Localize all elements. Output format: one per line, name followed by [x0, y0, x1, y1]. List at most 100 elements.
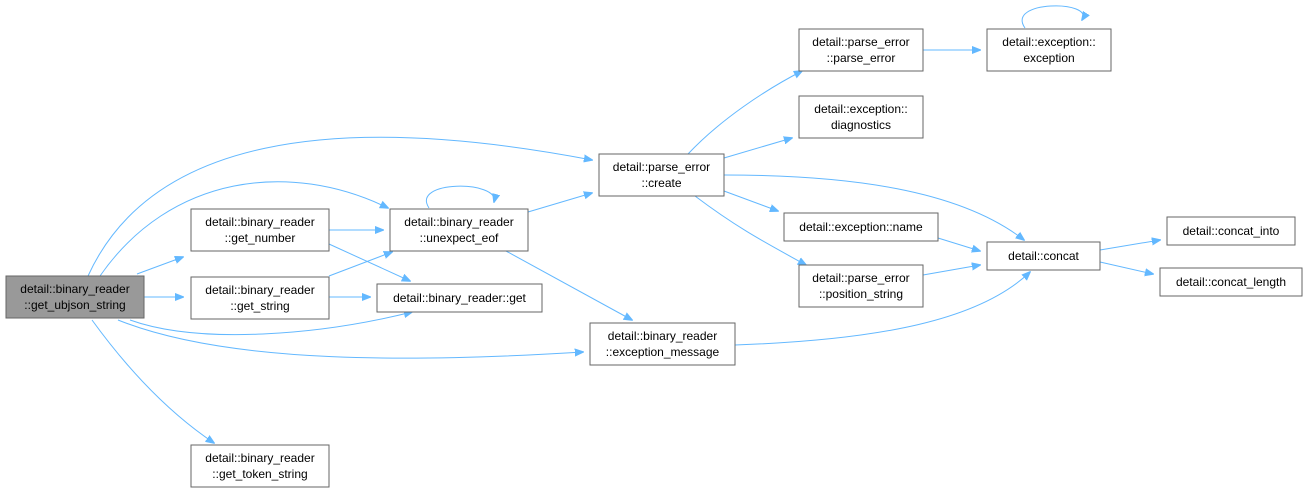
edge-create-to-name	[723, 190, 778, 211]
node-concat-length[interactable]: detail::concat_length	[1159, 267, 1303, 297]
node-label-line: detail::concat_into	[1183, 224, 1280, 238]
node-exception-message[interactable]: detail::binary_reader::exception_message	[589, 322, 736, 366]
node-root[interactable]: detail::binary_reader::get_ubjson_string	[5, 275, 145, 319]
edge-name-to-concat	[937, 237, 980, 251]
edge-root-to-unexpect_eof	[99, 181, 388, 277]
node-concat[interactable]: detail::concat	[986, 241, 1101, 271]
edge-root-to-create	[87, 136, 592, 277]
node-label-line: ::unexpect_eof	[420, 231, 499, 245]
edge-line	[723, 190, 778, 211]
edge-create-to-concat	[723, 174, 1024, 240]
node-box	[589, 322, 736, 366]
edge-exception_message-to-concat	[734, 272, 1030, 346]
node-get[interactable]: detail::binary_reader::get	[376, 283, 543, 313]
node-box	[190, 444, 330, 488]
node-box	[5, 275, 145, 319]
node-label-line: detail::parse_error	[812, 271, 909, 285]
node-box	[986, 241, 1101, 271]
node-box	[783, 212, 939, 242]
node-label-line: ::get_token_string	[212, 467, 307, 481]
node-create[interactable]: detail::parse_error::create	[598, 153, 725, 197]
node-label-line: detail::binary_reader	[404, 215, 513, 229]
node-position-string[interactable]: detail::parse_error::position_string	[798, 264, 924, 308]
node-label-line: detail::parse_error	[613, 160, 710, 174]
node-box	[798, 264, 924, 308]
node-box	[798, 95, 924, 139]
edge-line	[129, 312, 412, 336]
node-label-line: detail::binary_reader	[608, 329, 717, 343]
edge-root-to-exception_message	[117, 319, 583, 359]
node-label-line: detail::binary_reader	[205, 215, 314, 229]
edge-line	[136, 257, 183, 275]
edge-line	[723, 138, 792, 159]
edge-line	[505, 250, 632, 320]
edge-line	[328, 252, 392, 277]
edge-create-to-diagnostics	[723, 138, 792, 159]
edge-exception-to-exception	[1021, 5, 1083, 29]
edge-line	[723, 174, 1024, 240]
node-name[interactable]: detail::exception::name	[783, 212, 939, 242]
node-box	[986, 28, 1112, 72]
edge-get_string-to-unexpect_eof	[328, 252, 392, 277]
node-label-line: ::get_ubjson_string	[24, 298, 125, 312]
edge-root-to-get_token_string	[91, 319, 214, 443]
node-label-line: diagnostics	[831, 118, 891, 132]
edge-line	[99, 181, 388, 277]
node-get-string[interactable]: detail::binary_reader::get_string	[190, 276, 330, 320]
node-label-line: detail::parse_error	[812, 35, 909, 49]
node-exception[interactable]: detail::exception::exception	[986, 28, 1112, 72]
node-label-line: exception	[1023, 51, 1074, 65]
edge-root-to-get	[129, 312, 412, 336]
node-box	[1166, 216, 1296, 246]
node-label-line: detail::binary_reader	[205, 451, 314, 465]
edge-unexpect_eof-to-create	[527, 193, 592, 213]
edge-unexpect_eof-to-exception_message	[505, 250, 632, 320]
node-label-line: ::parse_error	[827, 51, 896, 65]
edge-line	[87, 136, 592, 277]
edge-line	[694, 195, 806, 265]
edge-position_string-to-concat	[922, 265, 980, 276]
edge-line	[117, 319, 583, 359]
edge-line	[687, 71, 802, 155]
node-label-line: detail::exception::	[1002, 35, 1095, 49]
edge-create-to-position_string	[694, 195, 806, 265]
edge-line	[1099, 261, 1153, 274]
edge-line	[937, 237, 980, 251]
node-label-line: detail::exception::	[814, 102, 907, 116]
edge-line	[1021, 5, 1083, 29]
edge-get_number-to-get	[328, 243, 410, 281]
node-concat-into[interactable]: detail::concat_into	[1166, 216, 1296, 246]
node-get-number[interactable]: detail::binary_reader::get_number	[190, 208, 330, 252]
edge-line	[922, 265, 980, 276]
edge-concat-to-concat_length	[1099, 261, 1153, 274]
node-label-line: ::position_string	[819, 287, 903, 301]
node-box	[1159, 267, 1303, 297]
node-label-line: detail::binary_reader::get	[393, 291, 526, 305]
node-label-line: ::exception_message	[606, 345, 720, 359]
node-label-line: ::get_number	[225, 231, 296, 245]
node-label-line: detail::binary_reader	[20, 282, 129, 296]
edge-create-to-pe_parse_error	[687, 71, 802, 155]
edge-line	[328, 243, 410, 281]
node-unexpect-eof[interactable]: detail::binary_reader::unexpect_eof	[389, 208, 529, 252]
edge-concat-to-concat_into	[1099, 240, 1160, 251]
node-box	[190, 208, 330, 252]
edge-unexpect_eof-to-unexpect_eof	[425, 185, 494, 209]
node-pe-parse-error[interactable]: detail::parse_error::parse_error	[798, 28, 924, 72]
node-get-token-string[interactable]: detail::binary_reader::get_token_string	[190, 444, 330, 488]
node-box	[798, 28, 924, 72]
edge-line	[425, 185, 494, 209]
node-box	[598, 153, 725, 197]
nodes-layer: detail::binary_reader::get_ubjson_string…	[5, 28, 1303, 488]
edge-line	[527, 193, 592, 213]
node-label-line: detail::binary_reader	[205, 283, 314, 297]
node-label-line: detail::concat	[1008, 249, 1079, 263]
node-label-line: detail::exception::name	[799, 220, 923, 234]
edges-layer	[87, 5, 1160, 443]
node-diagnostics[interactable]: detail::exception::diagnostics	[798, 95, 924, 139]
node-box	[190, 276, 330, 320]
node-label-line: detail::concat_length	[1176, 275, 1286, 289]
edge-root-to-get_number	[136, 257, 183, 275]
edge-line	[91, 319, 214, 443]
